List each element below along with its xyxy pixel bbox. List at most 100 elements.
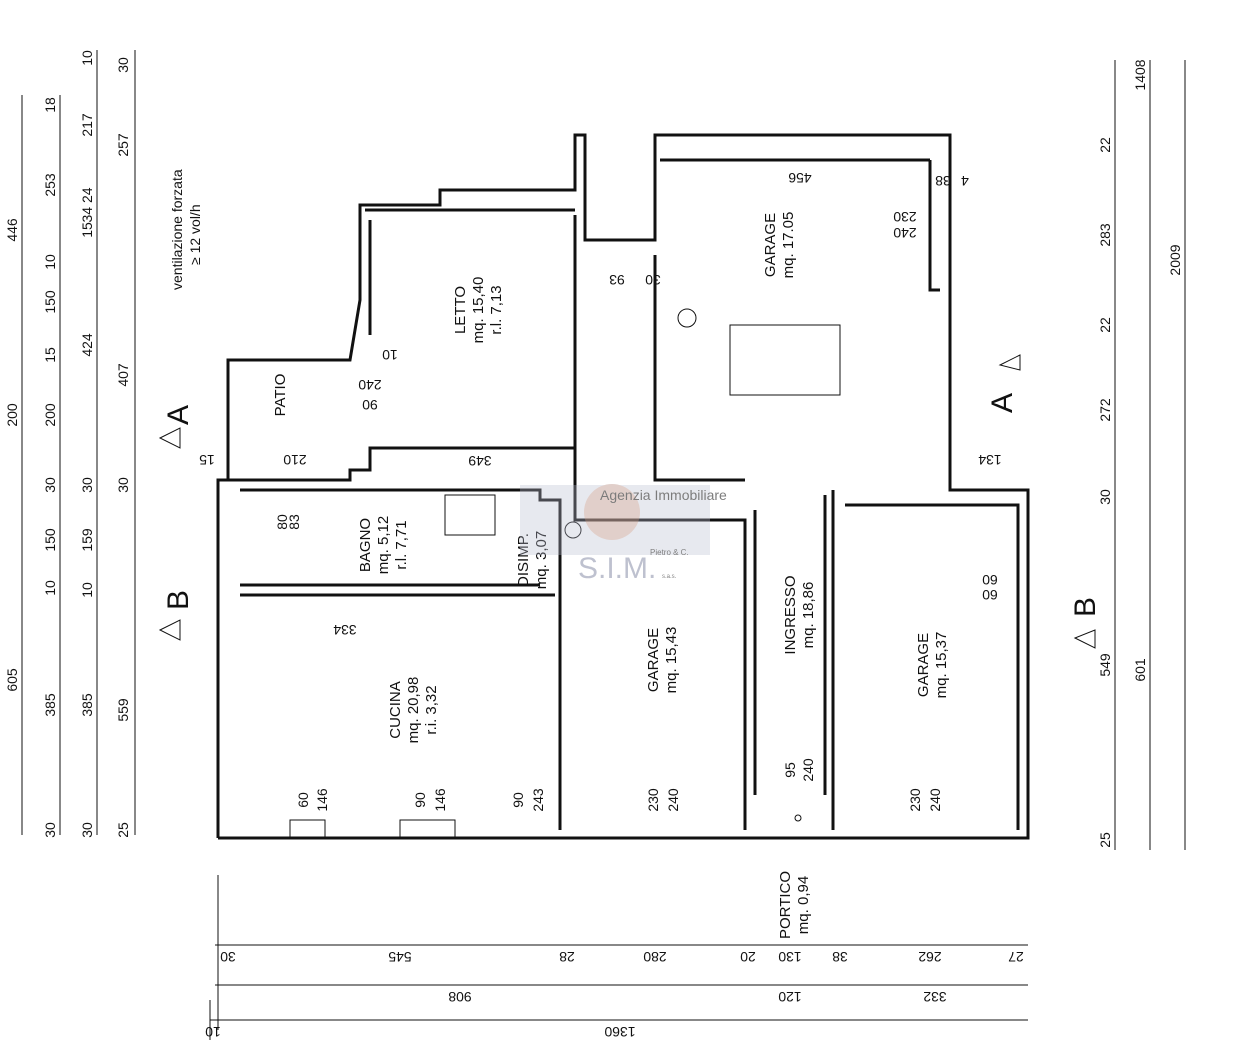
dimension-label: 385 [79, 693, 95, 717]
dimension-label: 25 [1097, 832, 1113, 848]
dimension-label: 30 [645, 272, 661, 288]
dimension-label: 257 [115, 133, 131, 157]
dimension-label: 456 [788, 170, 812, 186]
dimension-label: 10 [205, 1024, 221, 1040]
section-markers: A A B B [158, 354, 1102, 649]
dimension-label: 605 [4, 668, 20, 692]
svg-text:DISIMP.: DISIMP. [515, 533, 532, 587]
dimension-label: 210 [283, 452, 307, 468]
svg-text:ventilazione forzata: ventilazione forzata [169, 169, 185, 290]
dimension-label: 30 [79, 822, 95, 838]
dimension-label: 30 [79, 477, 95, 493]
ventilation-note: ventilazione forzata ≥ 12 vol/h [169, 169, 203, 290]
dimension-label: 60 [982, 587, 998, 603]
dimension-label: 240 [665, 788, 681, 812]
dimension-label: 559 [115, 698, 131, 722]
dimension-label: 30 [1097, 489, 1113, 505]
dimension-label: 200 [4, 403, 20, 427]
dimension-label: 230 [893, 209, 917, 225]
svg-text:mq. 15,40: mq. 15,40 [470, 277, 487, 344]
svg-text:mq. 17.05: mq. 17.05 [780, 212, 797, 279]
dimension-label: 30 [42, 477, 58, 493]
dimension-label: 545 [388, 949, 412, 965]
dimension-label: 30 [115, 57, 131, 73]
dimension-label: 20 [740, 949, 756, 965]
dimension-label: 10 [79, 582, 95, 598]
walls [216, 133, 1030, 840]
svg-text:LETTO: LETTO [452, 286, 469, 334]
svg-text:B: B [1069, 597, 1102, 617]
svg-text:GARAGE: GARAGE [645, 628, 662, 692]
dimension-label: 334 [333, 622, 357, 638]
room-disimpegno: DISIMP.mq. 3,07 [515, 531, 550, 589]
dimension-label: 25 [115, 822, 131, 838]
dimension-label: 349 [468, 453, 492, 469]
svg-text:mq. 3,07: mq. 3,07 [533, 531, 550, 589]
dimension-label: 80 [274, 514, 290, 530]
dimension-label: 10 [42, 254, 58, 270]
svg-text:B: B [162, 590, 195, 610]
dimension-label: 27 [1008, 949, 1024, 965]
dimension-labels: 4462006051825310150152003015010385301021… [4, 50, 1183, 1040]
svg-text:BAGNO: BAGNO [357, 518, 374, 572]
dimension-label: 230 [645, 788, 661, 812]
dimension-label: 90 [362, 397, 378, 413]
svg-text:mq. 20,98: mq. 20,98 [405, 677, 422, 744]
dimension-label: 10 [79, 50, 95, 66]
svg-text:S.I.M.: S.I.M. [578, 552, 656, 585]
dimension-label: 230 [907, 788, 923, 812]
dimension-label: 130 [778, 949, 802, 965]
dimension-label: 10 [382, 347, 398, 363]
dimension-label: 15 [79, 222, 95, 238]
svg-text:A: A [162, 405, 195, 425]
dimension-label: 150 [42, 290, 58, 314]
svg-text:mq. 15,43: mq. 15,43 [663, 627, 680, 694]
dimension-label: 240 [358, 377, 382, 393]
dimension-label: 424 [79, 333, 95, 357]
dimension-label: 95 [782, 762, 798, 778]
dimension-label: 243 [530, 788, 546, 812]
svg-text:Pietro & C.: Pietro & C. [650, 548, 689, 557]
dimension-label: 15 [42, 347, 58, 363]
dimension-label: 90 [412, 792, 428, 808]
dimension-label: 332 [923, 989, 947, 1005]
svg-text:INGRESSO: INGRESSO [782, 575, 799, 654]
dimension-label: 240 [800, 758, 816, 782]
svg-text:Agenzia Immobiliare: Agenzia Immobiliare [600, 487, 727, 503]
dimension-label: 18 [42, 97, 58, 113]
svg-text:GARAGE: GARAGE [762, 213, 779, 277]
dimension-label: 30 [220, 949, 236, 965]
dimension-label: 601 [1132, 658, 1148, 682]
dimension-label: 34 24 [79, 187, 95, 222]
dimension-label: 446 [4, 218, 20, 242]
svg-text:r.i. 3,32: r.i. 3,32 [423, 685, 440, 734]
svg-text:r.l. 7,13: r.l. 7,13 [488, 285, 505, 334]
room-patio: PATIO [272, 374, 289, 417]
dimension-label: 10 [42, 580, 58, 596]
dimension-label: 2009 [1167, 244, 1183, 275]
dimension-label: 549 [1097, 653, 1113, 677]
dimension-label: 217 [79, 113, 95, 137]
agency-watermark: Agenzia Immobiliare S.I.M. Pietro & C. s… [520, 484, 727, 585]
dimension-label: 159 [79, 528, 95, 552]
svg-text:mq. 0,94: mq. 0,94 [795, 876, 812, 934]
dimension-label: 1408 [1132, 59, 1148, 90]
dimension-label: 83 [286, 514, 302, 530]
dimension-label: 22 [1097, 317, 1113, 333]
svg-text:r.l. 7,71: r.l. 7,71 [393, 520, 410, 569]
dimension-label: 150 [42, 528, 58, 552]
dimension-lines-left [21, 50, 1186, 1040]
dimension-label: 60 [295, 792, 311, 808]
svg-text:mq. 15,37: mq. 15,37 [933, 632, 950, 699]
svg-text:mq. 5,12: mq. 5,12 [375, 516, 392, 574]
svg-text:≥ 12 vol/h: ≥ 12 vol/h [187, 204, 203, 265]
dimension-label: 385 [42, 693, 58, 717]
dimension-label: 38 [832, 949, 848, 965]
svg-text:A: A [986, 393, 1019, 413]
dimension-label: 134 [978, 452, 1002, 468]
